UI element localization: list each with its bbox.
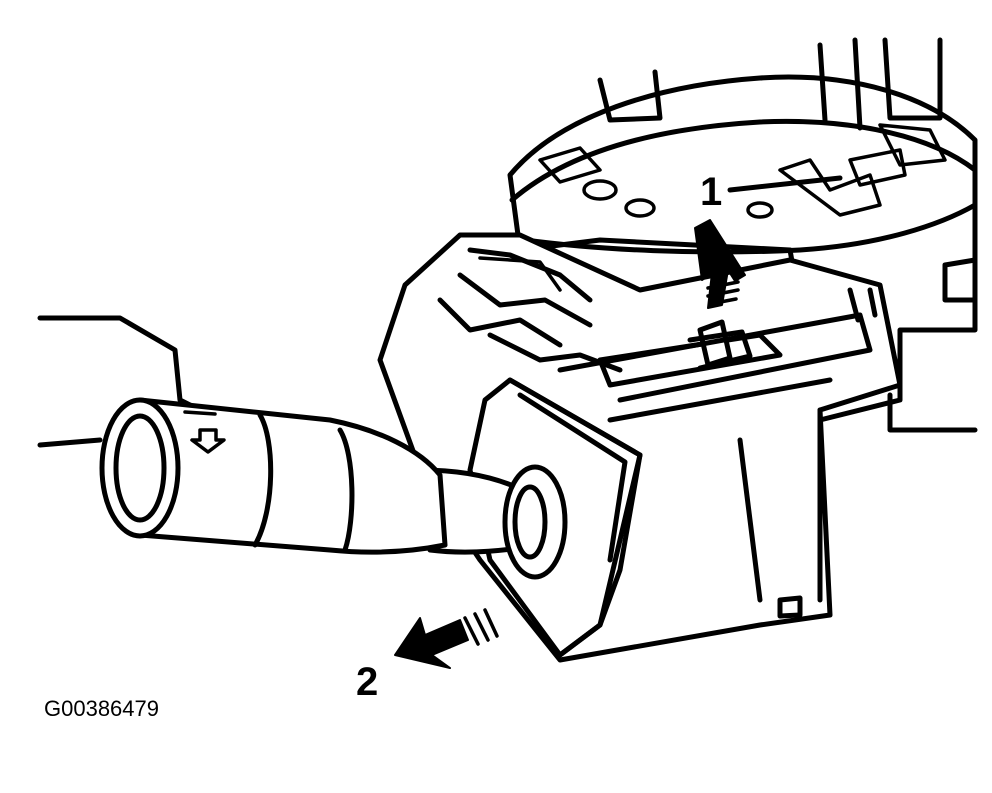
arrow-up-icon: [694, 219, 746, 309]
figure-id-label: G00386479: [44, 696, 159, 721]
callout-2-label: 2: [356, 660, 378, 704]
callout-2-group: 2: [356, 608, 499, 704]
arrow-down-left-icon: [394, 617, 469, 669]
callout-1-label: 1: [700, 170, 722, 214]
callout-1-group: 1: [694, 170, 843, 309]
turn-signal-lever: [37, 315, 568, 580]
switch-body: [377, 232, 903, 663]
